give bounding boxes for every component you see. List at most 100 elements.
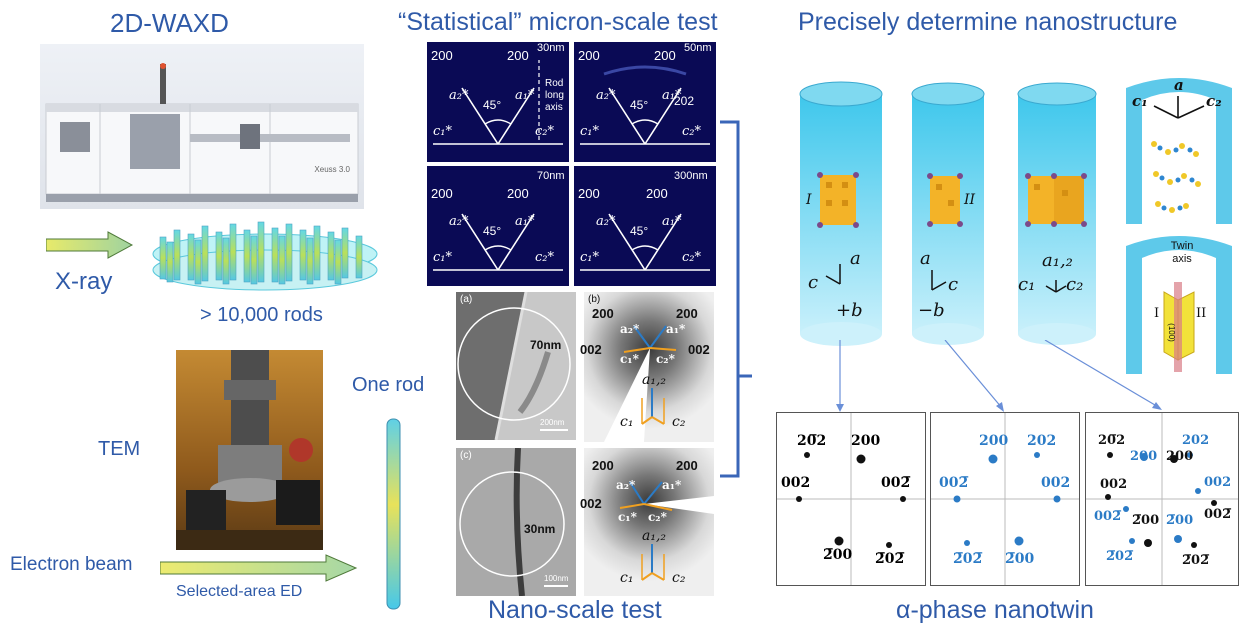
spot-label: 2̅00 <box>1132 513 1160 528</box>
spot-label: 200 <box>851 433 881 449</box>
reciprocal-axis-label: c₁* <box>580 250 599 265</box>
instrument-brand: Xeuss 3.0 <box>314 165 350 174</box>
ed-pattern-d: 200 200 002 a₂* a₁* c₁* c₂* a₁,₂ c₁ c₂ <box>580 448 714 596</box>
real-axis-label: c₂ <box>672 414 686 430</box>
spot-label: 002̅ <box>1204 507 1232 522</box>
reciprocal-axis-label: a₂* <box>620 322 640 336</box>
spot-label: 2̅02̅ <box>1106 549 1134 564</box>
electron-beam-label: Electron beam <box>10 554 133 575</box>
reciprocal-axis-label: c₂* <box>682 250 701 265</box>
reciprocal-axis-label: a₁* <box>662 88 682 103</box>
size-label: 70nm <box>537 170 565 182</box>
spot-label: 200 <box>1166 449 1194 464</box>
real-axis-label: c₁ <box>620 570 634 586</box>
crystal-axis-label: a <box>1174 76 1184 94</box>
peak-label: 200 <box>592 306 614 321</box>
ed-pattern-b: (b) 200 200 002 002 a₂* a₁* c₁* c₂* a₁,₂… <box>580 292 714 442</box>
size-label: 70nm <box>530 338 562 352</box>
rod-array <box>152 221 378 291</box>
peak-label: 200 <box>578 48 600 63</box>
nano-test-heading: Nano-scale test <box>488 596 662 624</box>
crystal-axis-label: c <box>948 274 959 295</box>
peak-label: 200 <box>676 458 698 473</box>
scale-bar-label: 200nm <box>540 418 565 427</box>
panel-tag: (b) <box>588 294 601 305</box>
peak-label: 202 <box>674 94 695 108</box>
waxd-panel-30nm: 200 200 30nm a₂* a₁* 45° c₁* c₂* Rod lon… <box>427 42 569 162</box>
spot-label: 2̅00 <box>823 547 853 563</box>
spot-label: 200 <box>1130 449 1158 464</box>
twin-axis-inset: Twin axis I II (100) <box>1124 232 1234 374</box>
crystal-axis-label: c₂ <box>1066 274 1084 295</box>
tem-photo <box>176 350 323 550</box>
spot-label: 2̅02̅ <box>1182 553 1210 568</box>
spot-label: 002 <box>781 475 811 491</box>
nanotwin-heading: α-phase nanotwin <box>896 596 1094 624</box>
spot-label: 002 <box>1100 477 1128 492</box>
panel-tag: (c) <box>460 450 472 461</box>
size-label: 30nm <box>537 42 565 54</box>
angle-label: 45° <box>630 224 649 238</box>
rod-variant-i: I a c +b <box>796 80 886 350</box>
spot-label: 200 <box>979 433 1009 449</box>
peak-label: 200 <box>431 186 453 201</box>
variant-roman-label: II <box>964 192 976 208</box>
crystal-axis-label: +b <box>836 300 863 321</box>
tem-image-a: (a) 70nm 200nm <box>456 292 576 440</box>
size-label: 300nm <box>674 170 708 182</box>
grouping-bracket <box>720 120 752 478</box>
reciprocal-axis-label: c₂* <box>656 352 675 366</box>
crystal-axis-label: a <box>850 248 861 269</box>
reciprocal-axis-label: a₂* <box>449 88 469 103</box>
spot-label: 2̅02̅ <box>875 551 905 567</box>
peak-label: 200 <box>507 186 529 201</box>
scale-bar-label: 100nm <box>544 574 569 583</box>
crystal-axis-label: c₁ <box>1132 92 1148 110</box>
reciprocal-axis-label: c₁* <box>620 352 639 366</box>
xray-arrow <box>46 231 134 259</box>
real-axis-label: a₁,₂ <box>642 528 667 544</box>
rod-variant-twin: a₁,₂ c₁ c₂ <box>1014 80 1100 350</box>
angle-label: 45° <box>483 224 502 238</box>
angle-label: 45° <box>630 98 649 112</box>
reciprocal-axis-label: a₂* <box>596 88 616 103</box>
spot-label: 2̅00 <box>1166 513 1194 528</box>
reciprocal-axis-label: a₁* <box>515 214 535 229</box>
reciprocal-axis-label: c₁* <box>433 250 452 265</box>
waxd-instrument-photo: Xeuss 3.0 <box>40 44 364 209</box>
diffraction-pattern-variant-i: 20̅2 200 002 002̅ 2̅00 2̅02̅ <box>776 412 926 586</box>
variant-roman-label: I <box>1154 306 1160 321</box>
spot-label: 2̅02̅ <box>953 551 983 567</box>
reciprocal-axis-label: a₁* <box>666 322 686 336</box>
pattern-arrows <box>836 340 1162 412</box>
spot-label: 2̅00 <box>1005 551 1035 567</box>
spot-label: 002̅ <box>1094 509 1122 524</box>
reciprocal-axis-label: a₂* <box>596 214 616 229</box>
reciprocal-axis-label: c₁* <box>580 124 599 139</box>
spot-label: 002 <box>1041 475 1071 491</box>
real-axis-label: c₁ <box>620 414 634 430</box>
crystal-axis-label: −b <box>918 300 945 321</box>
tem-image-c: (c) 30nm 100nm <box>456 448 576 596</box>
micron-test-heading: “Statistical” micron-scale test <box>398 8 718 36</box>
waxd-panel-70nm: 200 200 70nm a₂* a₁* 45° c₁* c₂* <box>427 166 569 286</box>
real-axis-label: a₁,₂ <box>642 372 667 388</box>
rods-count-label: > 10,000 rods <box>200 304 323 326</box>
reciprocal-axis-label: c₁* <box>618 510 637 524</box>
twin-axis-title: Twin axis <box>1170 240 1194 265</box>
waxd-heading: 2D-WAXD <box>110 8 229 38</box>
variant-roman-label: II <box>1196 306 1207 321</box>
crystal-axis-label: c₂ <box>1206 92 1222 110</box>
panel-tag: (a) <box>460 294 473 305</box>
nanostructure-heading: Precisely determine nanostructure <box>798 8 1178 36</box>
single-rod <box>386 418 401 610</box>
reciprocal-axis-label: c₂* <box>535 124 554 139</box>
reciprocal-axis-label: a₂* <box>449 214 469 229</box>
peak-label: 200 <box>646 186 668 201</box>
selected-area-ed-label: Selected-area ED <box>176 583 303 600</box>
real-axis-label: c₂ <box>672 570 686 586</box>
size-label: 50nm <box>684 42 712 54</box>
rod-variant-ii: II a c −b <box>908 80 988 350</box>
crystal-cluster-twin <box>1025 173 1087 227</box>
crystal-cluster-i <box>817 172 859 228</box>
